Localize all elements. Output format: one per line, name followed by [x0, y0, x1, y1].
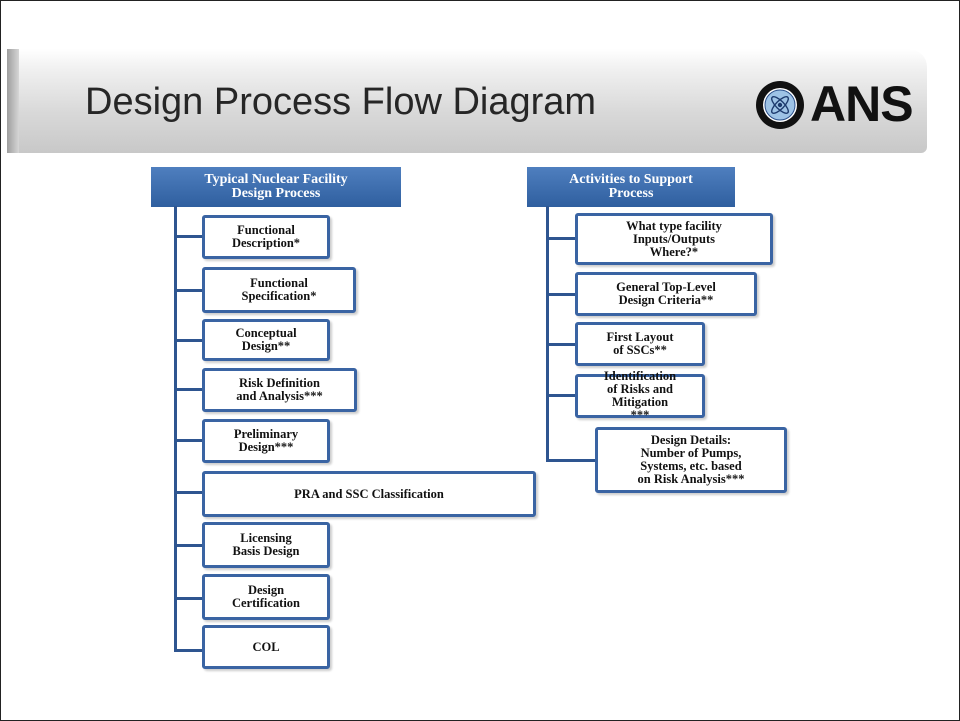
activity-design-details: Design Details: Number of Pumps, Systems… — [595, 427, 787, 493]
ans-logo-text: ANS — [810, 76, 914, 132]
left-column-header-label: Typical Nuclear Facility Design Process — [204, 172, 348, 201]
connector — [174, 439, 204, 442]
connector — [546, 459, 596, 462]
step-licensing-basis-design: Licensing Basis Design — [202, 522, 330, 568]
step-functional-description: Functional Description* — [202, 215, 330, 259]
ans-logo: ANS — [755, 76, 914, 134]
left-connector-spine — [174, 206, 177, 651]
activity-risk-identification: Identification of Risks and Mitigation *… — [575, 370, 705, 422]
right-connector-spine — [546, 206, 549, 462]
connector — [174, 289, 204, 292]
connector — [546, 394, 576, 397]
connector — [546, 343, 576, 346]
connector — [546, 293, 576, 296]
activity-design-criteria: General Top-Level Design Criteria** — [575, 272, 757, 316]
step-pra-ssc-classification: PRA and SSC Classification — [202, 471, 536, 517]
slide-title: Design Process Flow Diagram — [85, 81, 597, 123]
connector — [174, 491, 204, 494]
connector — [174, 649, 204, 652]
connector — [174, 388, 204, 391]
step-conceptual-design: Conceptual Design** — [202, 319, 330, 361]
step-functional-specification: Functional Specification* — [202, 267, 356, 313]
step-risk-definition: Risk Definition and Analysis*** — [202, 368, 357, 412]
step-preliminary-design: Preliminary Design*** — [202, 419, 330, 463]
connector — [174, 235, 204, 238]
right-column-header-label: Activities to Support Process — [569, 172, 693, 201]
connector — [174, 597, 204, 600]
connector — [174, 339, 204, 342]
step-design-certification: Design Certification — [202, 574, 330, 620]
step-col: COL — [202, 625, 330, 669]
activity-facility-type: What type facility Inputs/Outputs Where?… — [575, 213, 773, 265]
left-column-header: Typical Nuclear Facility Design Process — [151, 167, 401, 207]
activity-first-layout: First Layout of SSCs** — [575, 322, 705, 366]
connector — [174, 544, 204, 547]
right-column-header: Activities to Support Process — [527, 167, 735, 207]
connector — [546, 237, 576, 240]
society-seal-icon — [756, 81, 804, 129]
